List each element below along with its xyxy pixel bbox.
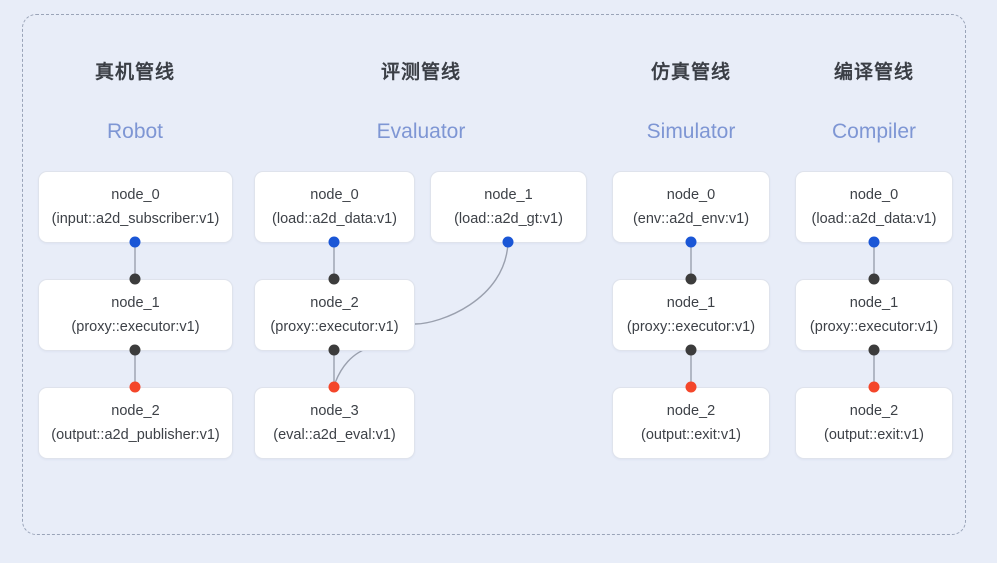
node-name: node_1: [484, 187, 533, 204]
node-name: node_1: [666, 295, 716, 312]
node-type: (proxy::executor:v1): [809, 318, 939, 335]
node-compiler-1[interactable]: node_1 (proxy::executor:v1): [795, 279, 953, 351]
node-name: node_2: [849, 403, 899, 420]
node-type: (proxy::executor:v1): [626, 318, 756, 335]
port-in-compiler-2[interactable]: [868, 381, 880, 393]
port-in-robot-1[interactable]: [129, 273, 141, 285]
column-header-simulator: 仿真管线 Simulator: [591, 63, 791, 142]
node-name: node_0: [310, 187, 359, 204]
node-type: (input::a2d_subscriber:v1): [51, 210, 220, 227]
node-name: node_2: [666, 403, 716, 420]
node-simulator-1[interactable]: node_1 (proxy::executor:v1): [612, 279, 770, 351]
node-type: (output::exit:v1): [641, 426, 741, 443]
node-type: (env::a2d_env:v1): [632, 210, 750, 227]
node-compiler-2[interactable]: node_2 (output::exit:v1): [795, 387, 953, 459]
port-out-robot-0[interactable]: [129, 236, 141, 248]
port-in-evaluator-2[interactable]: [328, 273, 340, 285]
port-in-compiler-1[interactable]: [868, 273, 880, 285]
port-in-simulator-2[interactable]: [685, 381, 697, 393]
edge-eval-executor-to-eval: [333, 346, 373, 387]
node-type: (load::a2d_data:v1): [272, 210, 397, 227]
node-type: (output::a2d_publisher:v1): [51, 426, 220, 443]
node-type: (output::exit:v1): [824, 426, 924, 443]
column-header-evaluator: 评测管线 Evaluator: [321, 63, 521, 142]
column-title-cn-compiler: 编译管线: [833, 62, 914, 83]
node-robot-2[interactable]: node_2 (output::a2d_publisher:v1): [38, 387, 233, 459]
column-title-en-robot: Robot: [106, 120, 164, 143]
node-name: node_2: [111, 403, 160, 420]
node-name: node_0: [111, 187, 160, 204]
node-type: (proxy::executor:v1): [270, 318, 399, 335]
node-simulator-2[interactable]: node_2 (output::exit:v1): [612, 387, 770, 459]
port-out-compiler-1[interactable]: [868, 344, 880, 356]
node-evaluator-0[interactable]: node_0 (load::a2d_data:v1): [254, 171, 415, 243]
column-header-robot: 真机管线 Robot: [35, 63, 235, 142]
column-header-compiler: 编译管线 Compiler: [774, 63, 974, 142]
node-simulator-0[interactable]: node_0 (env::a2d_env:v1): [612, 171, 770, 243]
node-name: node_1: [111, 295, 160, 312]
node-name: node_0: [666, 187, 716, 204]
node-name: node_1: [849, 295, 899, 312]
node-evaluator-1[interactable]: node_1 (load::a2d_gt:v1): [430, 171, 587, 243]
port-out-evaluator-1[interactable]: [502, 236, 514, 248]
port-out-compiler-0[interactable]: [868, 236, 880, 248]
port-out-evaluator-2[interactable]: [328, 344, 340, 356]
port-out-simulator-0[interactable]: [685, 236, 697, 248]
node-name: node_2: [310, 295, 359, 312]
node-evaluator-2[interactable]: node_2 (proxy::executor:v1): [254, 279, 415, 351]
column-title-cn-simulator: 仿真管线: [650, 62, 731, 83]
column-title-cn-robot: 真机管线: [94, 62, 175, 83]
node-compiler-0[interactable]: node_0 (load::a2d_data:v1): [795, 171, 953, 243]
column-title-en-compiler: Compiler: [831, 120, 917, 143]
port-in-evaluator-3[interactable]: [328, 381, 340, 393]
port-in-robot-2[interactable]: [129, 381, 141, 393]
port-out-simulator-1[interactable]: [685, 344, 697, 356]
node-name: node_0: [849, 187, 899, 204]
column-title-en-simulator: Simulator: [646, 120, 736, 143]
node-type: (load::a2d_data:v1): [811, 210, 937, 227]
node-robot-1[interactable]: node_1 (proxy::executor:v1): [38, 279, 233, 351]
edge-eval-gt-to-executor: [414, 242, 509, 325]
port-in-simulator-1[interactable]: [685, 273, 697, 285]
port-out-robot-1[interactable]: [129, 344, 141, 356]
column-title-cn-evaluator: 评测管线: [380, 62, 461, 83]
port-out-evaluator-0[interactable]: [328, 236, 340, 248]
node-evaluator-3[interactable]: node_3 (eval::a2d_eval:v1): [254, 387, 415, 459]
node-robot-0[interactable]: node_0 (input::a2d_subscriber:v1): [38, 171, 233, 243]
node-type: (eval::a2d_eval:v1): [273, 426, 396, 443]
node-name: node_3: [310, 403, 359, 420]
column-title-en-evaluator: Evaluator: [376, 120, 466, 143]
node-type: (load::a2d_gt:v1): [454, 210, 563, 227]
node-type: (proxy::executor:v1): [71, 318, 200, 335]
